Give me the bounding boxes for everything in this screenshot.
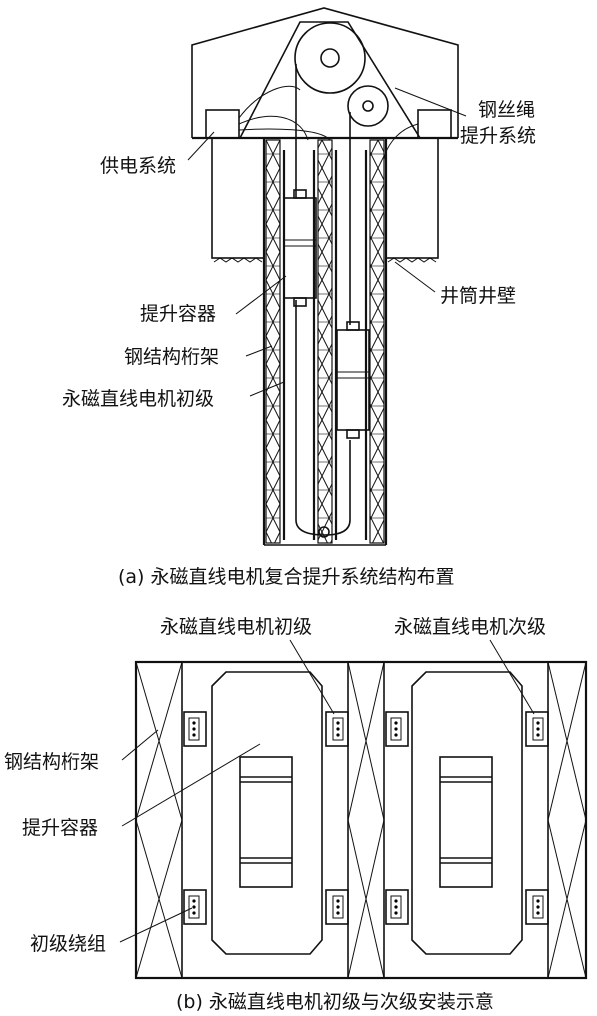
truss-column-1 [265, 139, 281, 544]
caption-a: (a) 永磁直线电机复合提升系统结构布置 [118, 566, 455, 588]
power-box-right [417, 109, 452, 139]
figure-a: 供电系统 钢丝绳 提升系统 井筒井壁 提升容器 钢结构桁架 永磁直线电机初级 (… [62, 7, 536, 588]
tail-rope-pulley [318, 526, 330, 538]
truss-column-3 [369, 139, 385, 544]
ground-hatch [213, 257, 437, 263]
headframe-roof [191, 7, 459, 138]
label-b-steel-truss: 钢结构桁架 [4, 751, 99, 773]
shaft-collar-left [211, 137, 265, 259]
label-b-container: 提升容器 [22, 817, 98, 839]
label-steel-truss: 钢结构桁架 [124, 346, 219, 368]
motor-blocks [183, 711, 549, 925]
pulley-frame [239, 21, 421, 139]
label-rope-hoist-line2: 提升系统 [460, 125, 536, 147]
container-b-right [411, 671, 523, 955]
label-b-motor-secondary: 永磁直线电机次级 [394, 616, 546, 638]
shaft-collar-right [385, 137, 439, 259]
guide-pulley-hub [362, 100, 374, 112]
frame-outer [134, 660, 588, 980]
main-pulley-hub [320, 48, 340, 68]
guide-pulley [347, 85, 389, 127]
label-power-supply: 供电系统 [100, 155, 176, 177]
main-pulley [294, 22, 366, 94]
label-rope-hoist-line1: 钢丝绳 [478, 99, 535, 121]
container-2 [336, 329, 370, 431]
power-cables [238, 85, 419, 161]
figure-b: 永磁直线电机初级 永磁直线电机次级 钢结构桁架 提升容器 初级绕组 (b) 永磁… [4, 616, 588, 1013]
truss-panels [135, 661, 587, 979]
power-box-left [205, 109, 240, 139]
label-motor-primary: 永磁直线电机初级 [62, 388, 214, 410]
motor-primary-bars [282, 150, 368, 540]
label-shaft-wall: 井筒井壁 [440, 285, 516, 307]
container-b-left [211, 671, 323, 955]
container-inner-right [439, 756, 493, 888]
label-b-primary-winding: 初级绕组 [30, 933, 106, 955]
tail-rope [295, 300, 351, 536]
container-1 [283, 197, 317, 299]
label-container: 提升容器 [140, 303, 216, 325]
caption-b: (b) 永磁直线电机初级与次级安装示意 [176, 991, 494, 1013]
container-inner-left [239, 756, 293, 888]
truss-column-2 [317, 139, 333, 544]
label-b-motor-primary: 永磁直线电机初级 [160, 616, 312, 638]
